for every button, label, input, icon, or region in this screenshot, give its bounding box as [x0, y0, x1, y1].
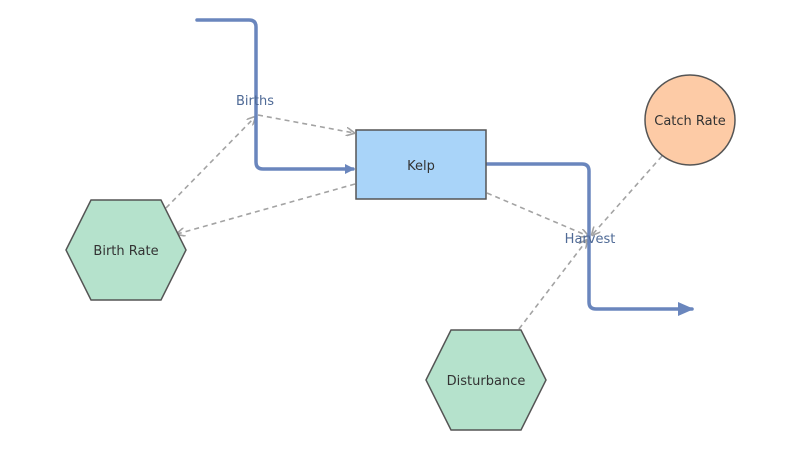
catch-rate-circle — [644, 74, 736, 166]
birth-rate-converter[interactable]: Birth Rate — [65, 199, 187, 301]
link-birth-rate-to-births[interactable] — [165, 117, 255, 209]
disturbance-converter[interactable]: Disturbance — [425, 329, 547, 431]
kelp-stock[interactable]: Kelp — [355, 129, 487, 200]
births-flow-pipe[interactable] — [195, 18, 355, 174]
disturbance-label: Disturbance — [447, 374, 526, 389]
harvest-flow-pipe[interactable] — [485, 162, 694, 316]
birth-rate-label: Birth Rate — [93, 244, 158, 259]
birth-rate-hexagon — [65, 199, 187, 301]
link-kelp-to-harvest[interactable] — [486, 192, 588, 236]
kelp-stock-label: Kelp — [407, 159, 435, 174]
disturbance-hexagon — [425, 329, 547, 431]
link-catch-rate-to-harvest[interactable] — [592, 155, 663, 235]
link-disturbance-to-harvest[interactable] — [518, 240, 587, 330]
catch-rate-label: Catch Rate — [654, 114, 725, 129]
link-kelp-to-birth-rate[interactable] — [177, 183, 356, 234]
harvest-flow-label[interactable]: Harvest — [565, 232, 616, 247]
kelp-stock-box — [355, 129, 487, 200]
births-flow-label[interactable]: Births — [236, 94, 274, 109]
link-births-to-kelp[interactable] — [257, 114, 354, 133]
catch-rate-converter[interactable]: Catch Rate — [644, 74, 736, 166]
